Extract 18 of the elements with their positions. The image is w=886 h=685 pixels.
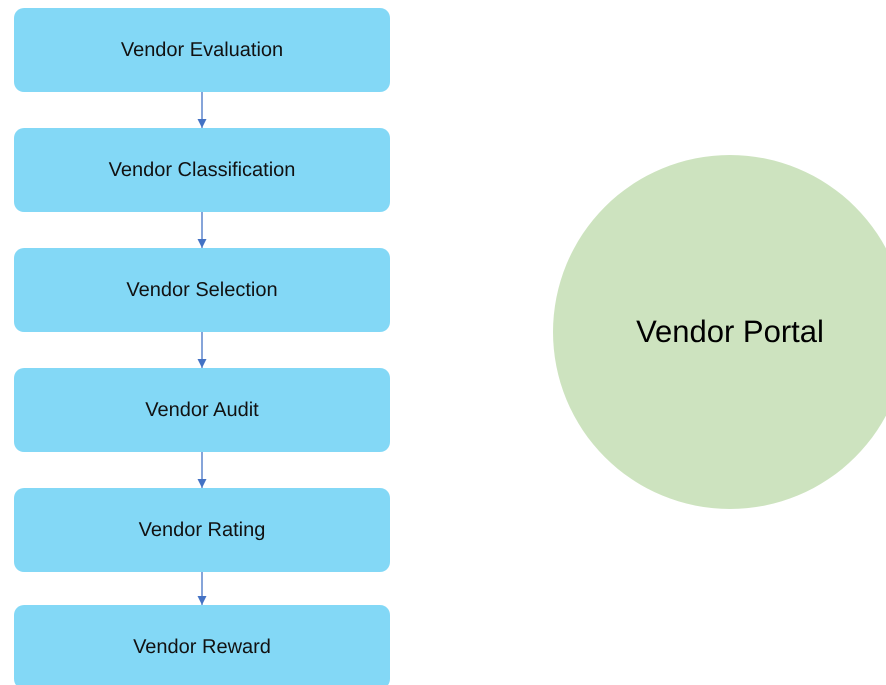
arrow: [197, 332, 207, 368]
process-box: [14, 605, 390, 685]
node-label: Vendor Reward: [133, 635, 271, 660]
node-label: Vendor Classification: [108, 158, 296, 183]
node-label: Vendor Selection: [126, 278, 278, 303]
node-label: Vendor Rating: [138, 518, 266, 543]
arrow: [197, 212, 207, 248]
process-box: [14, 368, 390, 452]
node-label: Vendor Evaluation: [120, 38, 284, 63]
process-box: [14, 248, 390, 332]
node-label: Vendor Audit: [145, 398, 259, 423]
process-box: [14, 8, 390, 92]
arrow: [197, 452, 207, 488]
process-box: [14, 128, 390, 212]
node-label: Vendor Portal: [636, 312, 824, 351]
arrow: [197, 572, 207, 605]
arrow: [197, 92, 207, 128]
process-box: [14, 488, 390, 572]
